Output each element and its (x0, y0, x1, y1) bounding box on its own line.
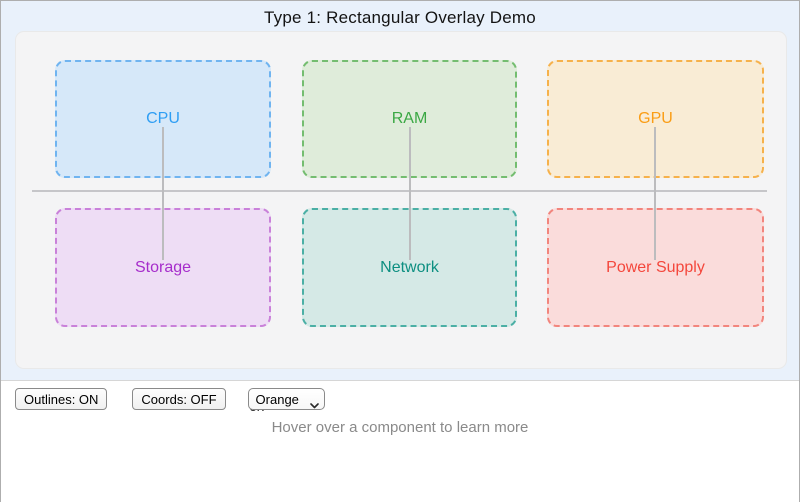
component-network-label: Network (380, 258, 439, 276)
component-gpu-label: GPU (638, 110, 673, 127)
control-bar: Outlines: ON Coords: OFF or: Orange Hove… (1, 380, 799, 502)
diagram-panel: CPU RAM GPU Storage Network Power Supply (15, 31, 787, 369)
color-select[interactable]: Orange (247, 388, 325, 410)
controls-row: Outlines: ON Coords: OFF or: Orange (15, 388, 325, 414)
component-power-supply-label: Power Supply (606, 258, 705, 276)
outlines-toggle-button[interactable]: Outlines: ON (15, 388, 108, 410)
page-title: Type 1: Rectangular Overlay Demo (264, 8, 536, 27)
demo-stage: Type 1: Rectangular Overlay Demo CPU RAM… (1, 1, 799, 380)
component-network[interactable]: Network (302, 208, 517, 327)
component-ram-label: RAM (391, 110, 428, 127)
color-select-wrap: or: Orange (247, 388, 325, 414)
coords-toggle-button[interactable]: Coords: OFF (132, 388, 226, 410)
component-power-supply[interactable]: Power Supply (547, 208, 764, 327)
hint-text: Hover over a component to learn more (271, 419, 529, 436)
component-gpu[interactable]: GPU (547, 60, 764, 178)
connector-gpu-power (654, 127, 656, 260)
connector-ram-network (409, 127, 411, 260)
component-cpu-label: CPU (146, 110, 180, 127)
component-storage-label: Storage (134, 258, 192, 276)
connector-cpu-storage (162, 127, 164, 260)
row-divider (32, 190, 767, 192)
